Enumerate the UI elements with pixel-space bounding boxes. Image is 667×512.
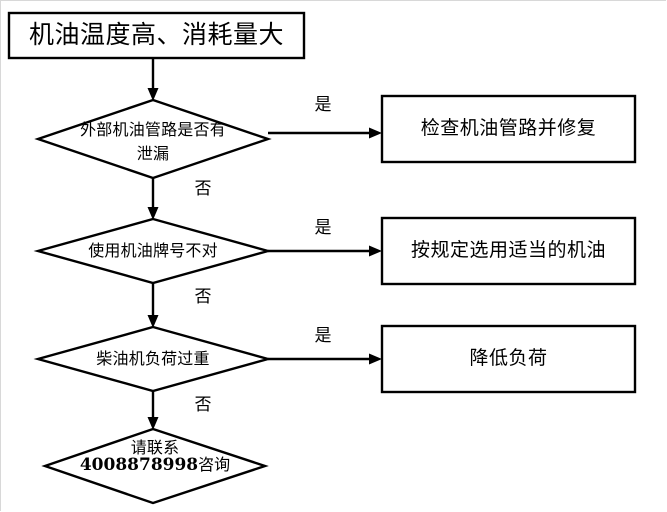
contact-phone-number: 4008878998 [79,454,199,475]
decision-oil-grade-label: 使用机油牌号不对 [88,240,218,260]
action-repair-oil-line-label: 检查机油管路并修复 [420,117,597,140]
decision-leak-check-label-line1: 外部机油管路是否有 [80,120,226,139]
action-reduce-load-label: 降低负荷 [469,347,548,370]
contact-phone-suffix: 咨询 [198,454,231,474]
contact-node-line1: 请联系 [45,438,265,457]
decision-leak-check-label-line2: 泄漏 [136,144,170,163]
arrowhead-oil-grade-yes [369,245,382,257]
action-reduce-load-shape [380,324,637,394]
arrowhead-engine-overload-yes [369,353,382,365]
title-node-label: 机油温度高、消耗量大 [28,20,284,50]
arrowhead-leak-check-no [147,207,159,220]
action-repair-oil-line-shape [380,94,637,164]
action-select-proper-oil-shape [380,216,637,286]
arrowhead-oil-grade-no [147,315,159,328]
contact-node-shape [41,427,269,505]
contact-node-label: 请联系 4008878998咨询 [45,438,265,475]
contact-node-line2: 4008878998咨询 [45,454,265,475]
arrowhead-engine-overload-no [147,417,159,430]
arrowhead-leak-check-yes [369,127,382,139]
decision-leak-check-label: 外部机油管路是否有 泄漏 [38,115,268,165]
title-node-shape [7,11,306,60]
contact-node-line1-text: 请联系 [130,438,180,457]
action-select-proper-oil-label: 按规定选用适当的机油 [410,239,606,262]
decision-engine-overload-label: 柴油机负荷过重 [96,348,210,368]
arrowhead-title-to-leak-check [147,88,159,101]
